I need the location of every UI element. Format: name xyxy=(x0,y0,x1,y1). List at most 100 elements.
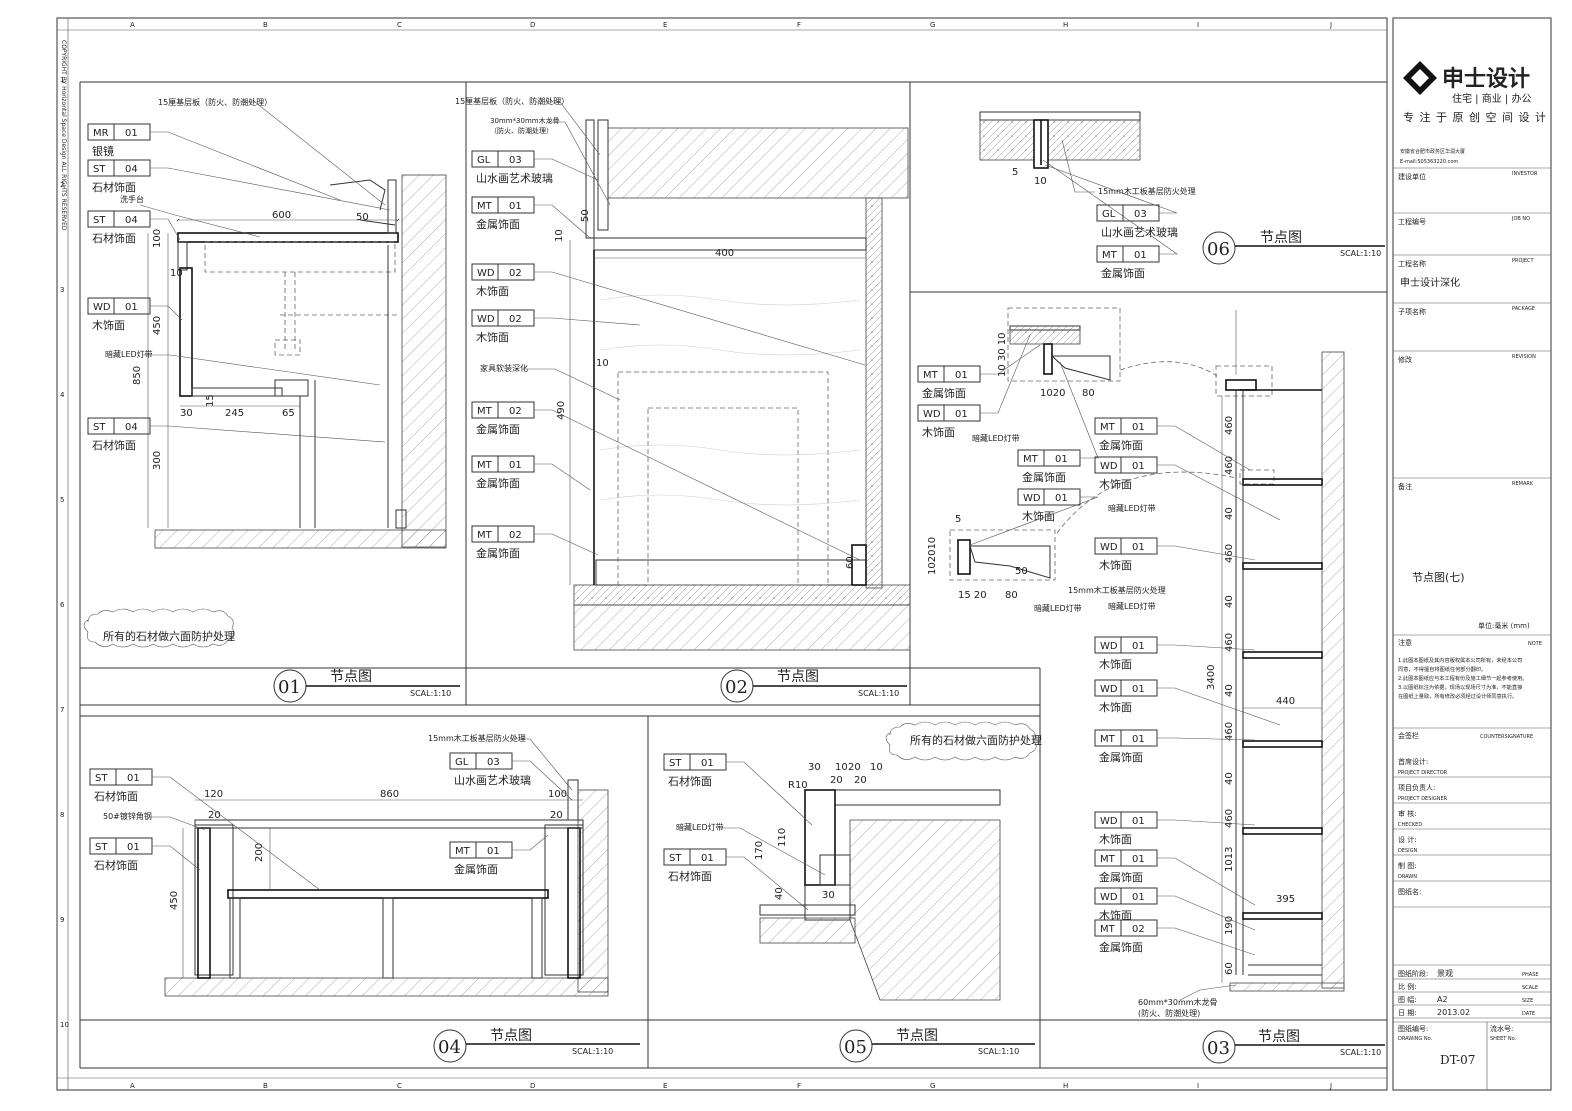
svg-text:1020: 1020 xyxy=(1040,388,1065,399)
shelf xyxy=(1242,912,1323,920)
staff-label-en: PROJECT DESIGNER xyxy=(1398,796,1448,802)
dim-vertical: 40 xyxy=(1224,595,1235,608)
svg-text:10: 10 xyxy=(835,762,848,773)
detail-title: 节点图 xyxy=(330,669,372,685)
note-led: 暗藏LED灯带 xyxy=(1108,601,1156,611)
title-row-label: 建设单位 xyxy=(1398,172,1426,181)
tag-number: 01 xyxy=(1132,422,1145,433)
note-base-board: 15厘基层板（防火、防潮处理） xyxy=(455,96,569,106)
tag-code: ST xyxy=(93,164,106,175)
grid-col-label: I xyxy=(1197,1082,1199,1090)
tag-label: 木饰面 xyxy=(1022,509,1055,523)
dim-vertical: 60 xyxy=(1224,962,1235,975)
grid-col-label: E xyxy=(663,21,667,29)
staff-label: 图纸名: xyxy=(1398,887,1421,896)
title-block: 申士设计 住宅 | 商业 | 办公 专 注 于 原 创 空 间 设 计 安徽省合… xyxy=(1393,61,1551,1090)
drawing-code: DT-07 xyxy=(1440,1053,1475,1067)
tag-number: 02 xyxy=(1132,924,1145,935)
note-line: 3.以图纸标注为依据，现场以现场尺寸为准，不能直接 xyxy=(1398,683,1522,691)
tag-number: 03 xyxy=(487,757,500,768)
meta-value: 景观 xyxy=(1437,969,1453,978)
tag-number: 01 xyxy=(955,409,968,420)
dim-vertical: 460 xyxy=(1224,722,1235,741)
detail-scale: SCAL:1:10 xyxy=(410,689,451,698)
tag-label: 木饰面 xyxy=(476,330,509,344)
tag-label: 金属饰面 xyxy=(1101,266,1145,280)
title-row-label: 备注 xyxy=(1398,482,1412,491)
title-row-label-en: PACKAGE xyxy=(1512,306,1535,312)
tag-number: 02 xyxy=(509,530,522,541)
tag-number: 03 xyxy=(509,155,522,166)
tag-label: 山水画艺术玻璃 xyxy=(476,171,553,185)
detail-scale: SCAL:1:10 xyxy=(572,1047,613,1056)
grid-col-label: H xyxy=(1063,21,1068,29)
meta-label: 日 期: xyxy=(1398,1009,1417,1017)
grid-col-label: E xyxy=(663,1082,667,1090)
svg-text:80: 80 xyxy=(1082,388,1095,399)
grid-col-label: J xyxy=(1329,1082,1332,1090)
note-wash-basin: 洗手台 xyxy=(120,194,144,204)
tag-label: 金属饰面 xyxy=(454,862,498,876)
tag-label: 金属饰面 xyxy=(1022,470,1066,484)
callout-stone-protection: 所有的石材做六面防护处理 xyxy=(103,629,235,643)
meta-label-en: PHASE xyxy=(1522,972,1539,978)
svg-text:110: 110 xyxy=(777,828,788,847)
tag-label: 木饰面 xyxy=(922,425,955,439)
tag-code: MT xyxy=(455,846,471,857)
detail-number: 06 xyxy=(1207,239,1230,260)
tag-code: GL xyxy=(455,757,469,768)
note-led: 暗藏LED灯带 xyxy=(676,822,724,832)
meta-label: 图纸阶段: xyxy=(1398,969,1428,978)
note-keel: 60mm*30mm木龙骨 xyxy=(1138,997,1218,1007)
tag-code: MT xyxy=(1102,250,1118,261)
detail-number: 02 xyxy=(725,677,748,698)
title-row-value: 申士设计深化 xyxy=(1400,276,1460,289)
dim-100: 100 xyxy=(548,789,567,800)
grid-row-label: 7 xyxy=(60,706,64,714)
staff-label-en: DRAWN xyxy=(1398,874,1417,880)
dim-50: 50 xyxy=(580,209,591,222)
address: 安徽省合肥市政务区华润大厦 xyxy=(1400,148,1465,155)
staff-label: 设 计: xyxy=(1398,835,1417,844)
detail-title: 节点图 xyxy=(1258,1029,1300,1045)
tag-code: MT xyxy=(477,406,493,417)
note-board: 15mm木工板基层防火处理 xyxy=(428,733,526,743)
tag-number: 01 xyxy=(509,201,522,212)
tag-number: 02 xyxy=(509,268,522,279)
detail-scale: SCAL:1:10 xyxy=(858,689,899,698)
note-led-strip: 暗藏LED灯带 xyxy=(105,349,153,359)
title-row-label-en: JOB NO xyxy=(1511,216,1530,222)
tag-number: 01 xyxy=(125,302,138,313)
tag-number: 01 xyxy=(1132,816,1145,827)
tag-label: 木饰面 xyxy=(1099,908,1132,922)
dim-vertical: 40 xyxy=(1224,507,1235,520)
grid-col-label: F xyxy=(797,1082,801,1090)
note-furniture: 家具软装深化 xyxy=(480,363,528,373)
tag-code: ST xyxy=(669,758,682,769)
grid-col-label: D xyxy=(530,1082,535,1090)
dim-850: 850 xyxy=(132,366,143,385)
title-block-frame xyxy=(1392,17,1552,1091)
dim-vertical: 460 xyxy=(1224,809,1235,828)
tag-label: 金属饰面 xyxy=(476,476,520,490)
dim-vertical: 1013 xyxy=(1224,847,1235,872)
tag-number: 01 xyxy=(1132,892,1145,903)
detail-title: 节点图 xyxy=(896,1028,938,1044)
dim-vertical: 460 xyxy=(1224,416,1235,435)
svg-text:10: 10 xyxy=(870,762,883,773)
tag-number: 01 xyxy=(1134,250,1147,261)
svg-text:30: 30 xyxy=(822,890,835,901)
